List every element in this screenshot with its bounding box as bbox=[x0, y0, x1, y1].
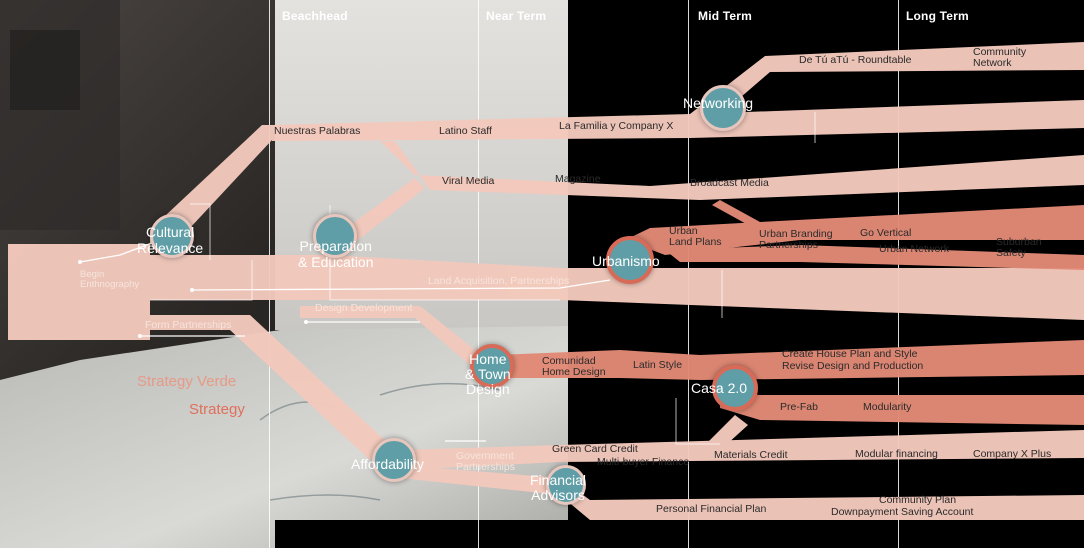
home-town-design-node[interactable]: Home & Town Design bbox=[465, 351, 511, 397]
casa-node[interactable]: Casa 2.0 bbox=[691, 380, 748, 396]
latino-staff-label: Latino Staff bbox=[439, 125, 492, 137]
strategy-verde-label: Strategy Verde bbox=[137, 373, 237, 390]
multi-buyer-finance-label: Multi-buyer Finance bbox=[597, 456, 690, 468]
land-acquisition-label: Land Acquisition, Partnerships bbox=[428, 275, 570, 287]
strategy-label: Strategy bbox=[189, 401, 245, 418]
de-tu-a-tu-label: De Tú aTú - Roundtable bbox=[799, 54, 912, 66]
phase-long-term: Long Term bbox=[906, 9, 969, 23]
affordability-node-circle bbox=[372, 438, 416, 482]
preparation-node-circle bbox=[313, 214, 357, 258]
materials-credit-label: Materials Credit bbox=[714, 449, 788, 461]
green-card-credit-label: Green Card Credit bbox=[552, 443, 638, 455]
form-partnerships-label: Form Partnerships bbox=[145, 319, 232, 331]
government-partnerships-label: Government Partnerships bbox=[456, 450, 515, 473]
revise-design-label: Revise Design and Production bbox=[782, 360, 924, 372]
phase-mid-term: Mid Term bbox=[698, 9, 753, 23]
affordability-node[interactable]: Affordability bbox=[351, 456, 424, 472]
suburban-safety-label: Suburban Safety bbox=[996, 236, 1042, 259]
phase-beachhead: Beachhead bbox=[282, 9, 348, 23]
modular-financing-label: Modular financing bbox=[855, 448, 938, 460]
personal-financial-plan-label: Personal Financial Plan bbox=[656, 503, 767, 515]
modularity-label: Modularity bbox=[863, 401, 912, 413]
financial-advisors-node[interactable]: Financial Advisors bbox=[530, 472, 587, 503]
urban-network-label: Urban Network bbox=[879, 243, 950, 255]
latin-style-label: Latin Style bbox=[633, 359, 683, 371]
casa-node-circle bbox=[712, 365, 758, 411]
home-town-node-circle bbox=[470, 344, 514, 388]
networking-node-circle bbox=[700, 85, 746, 131]
community-plan-label: Community Plan bbox=[879, 494, 957, 506]
create-house-plan-label: Create House Plan and Style bbox=[782, 348, 918, 360]
urban-land-plans-label: Urban Land Plans bbox=[669, 225, 722, 248]
nuestras-palabras-label: Nuestras Palabras bbox=[274, 125, 361, 137]
pre-fab-label: Pre-Fab bbox=[780, 401, 818, 413]
urbanismo-node[interactable]: Urbanismo bbox=[592, 253, 660, 269]
community-network-label: Community Network bbox=[973, 46, 1027, 69]
networking-node[interactable]: Networking bbox=[683, 95, 754, 111]
cultural-relevance-node[interactable]: Cultural Relevance bbox=[137, 224, 204, 256]
magazine-label: Magazine bbox=[555, 173, 601, 185]
broadcast-media-label: Broadcast Media bbox=[690, 177, 769, 189]
financial-advisors-node-circle bbox=[546, 465, 586, 505]
viral-media-label: Viral Media bbox=[442, 175, 495, 187]
la-familia-label: La Familia y Company X bbox=[559, 120, 674, 132]
go-vertical-label: Go Vertical bbox=[860, 227, 912, 239]
design-development-label: Design Development bbox=[315, 302, 413, 314]
cultural-relevance-node-circle bbox=[150, 214, 194, 258]
comunidad-home-design-label: Comunidad Home Design bbox=[542, 355, 606, 378]
phase-near-term: Near Term bbox=[486, 9, 547, 23]
urbanismo-node-circle bbox=[606, 236, 654, 284]
company-x-plus-label: Company X Plus bbox=[973, 448, 1052, 460]
begin-ethnography-label: Begin Enthnography bbox=[80, 269, 140, 290]
downpayment-saving-label: Downpayment Saving Account bbox=[831, 506, 974, 518]
preparation-education-node[interactable]: Preparation & Education bbox=[298, 238, 374, 270]
urban-branding-label: Urban Branding Partnerships bbox=[759, 228, 833, 251]
